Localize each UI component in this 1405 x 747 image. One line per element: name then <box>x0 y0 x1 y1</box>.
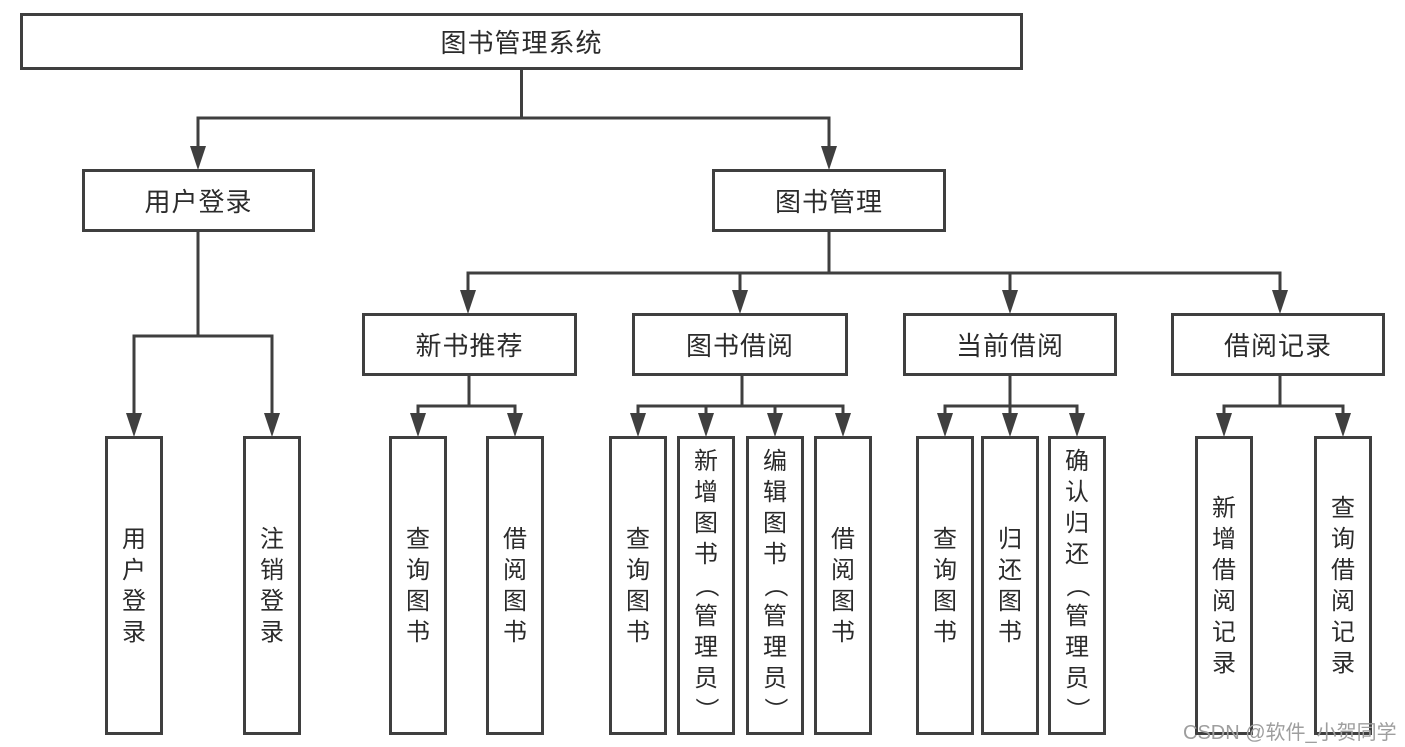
node-book-management-label: 图书管理 <box>774 187 883 217</box>
node-user-login: 用户登录 <box>82 169 315 232</box>
leaf-recommend-query-book-label: 查询图书 <box>406 525 430 646</box>
leaf-borrowing-borrow-book: 借阅图书 <box>814 436 872 735</box>
leaf-current-confirm-return-admin-label: 确认归还（管理员） <box>1063 448 1091 722</box>
leaf-records-query-record: 查询借阅记录 <box>1314 436 1372 735</box>
node-book-borrowing: 图书借阅 <box>632 313 848 376</box>
arrowhead-recommend-query <box>410 413 426 437</box>
leaf-recommend-borrow-book: 借阅图书 <box>486 436 544 735</box>
arrowhead-borrowing-edit <box>767 413 783 437</box>
leaf-borrowing-query-book: 查询图书 <box>609 436 667 735</box>
arrowhead-new-book-recommend <box>460 290 476 314</box>
arrowhead-leaf-logout <box>264 413 280 437</box>
leaf-logout-label: 注销登录 <box>260 525 284 646</box>
leaf-records-query-record-label: 查询借阅记录 <box>1331 494 1355 677</box>
arrowhead-current-return <box>1002 413 1018 437</box>
node-current-borrowing: 当前借阅 <box>903 313 1117 376</box>
node-book-management: 图书管理 <box>712 169 946 232</box>
node-borrowing-records-label: 借阅记录 <box>1223 331 1332 361</box>
leaf-borrowing-add-book-admin: 新增图书（管理员） <box>677 436 735 735</box>
node-new-book-recommend-label: 新书推荐 <box>415 331 524 361</box>
arrowhead-user-login <box>190 146 206 170</box>
node-current-borrowing-label: 当前借阅 <box>955 331 1064 361</box>
arrowhead-borrowing-borrow <box>835 413 851 437</box>
node-root: 图书管理系统 <box>20 13 1023 70</box>
leaf-borrowing-add-book-admin-label: 新增图书（管理员） <box>692 448 720 722</box>
node-borrowing-records: 借阅记录 <box>1171 313 1385 376</box>
leaf-borrowing-query-book-label: 查询图书 <box>626 525 650 646</box>
node-new-book-recommend: 新书推荐 <box>362 313 577 376</box>
node-root-label: 图书管理系统 <box>440 28 603 58</box>
arrowhead-records-add <box>1216 413 1232 437</box>
arrowhead-book-borrowing <box>732 290 748 314</box>
leaf-records-add-record-label: 新增借阅记录 <box>1212 494 1236 677</box>
leaf-borrowing-edit-book-admin: 编辑图书（管理员） <box>746 436 804 735</box>
leaf-user-login-label: 用户登录 <box>122 525 146 646</box>
node-user-login-label: 用户登录 <box>144 187 253 217</box>
leaf-borrowing-borrow-book-label: 借阅图书 <box>831 525 855 646</box>
arrowhead-borrowing-query <box>630 413 646 437</box>
arrowhead-borrowing-add <box>698 413 714 437</box>
arrowhead-current-borrowing <box>1002 290 1018 314</box>
watermark: CSDN @软件_小贺同学 <box>1183 722 1397 744</box>
arrowhead-leaf-user-login <box>126 413 142 437</box>
leaf-current-query-book: 查询图书 <box>916 436 974 735</box>
leaf-current-return-book: 归还图书 <box>981 436 1039 735</box>
leaf-borrowing-edit-book-admin-label: 编辑图书（管理员） <box>761 448 789 722</box>
leaf-current-confirm-return-admin: 确认归还（管理员） <box>1048 436 1106 735</box>
leaf-user-login: 用户登录 <box>105 436 163 735</box>
leaf-logout: 注销登录 <box>243 436 301 735</box>
arrowhead-recommend-borrow <box>507 413 523 437</box>
node-book-borrowing-label: 图书借阅 <box>685 331 794 361</box>
leaf-recommend-query-book: 查询图书 <box>389 436 447 735</box>
arrowhead-borrowing-records <box>1272 290 1288 314</box>
arrowhead-book-management <box>821 146 837 170</box>
leaf-current-query-book-label: 查询图书 <box>933 525 957 646</box>
arrowhead-current-confirm <box>1069 413 1085 437</box>
arrowhead-records-query <box>1335 413 1351 437</box>
leaf-current-return-book-label: 归还图书 <box>998 525 1022 646</box>
leaf-records-add-record: 新增借阅记录 <box>1195 436 1253 735</box>
arrowhead-current-query <box>937 413 953 437</box>
leaf-recommend-borrow-book-label: 借阅图书 <box>503 525 527 646</box>
